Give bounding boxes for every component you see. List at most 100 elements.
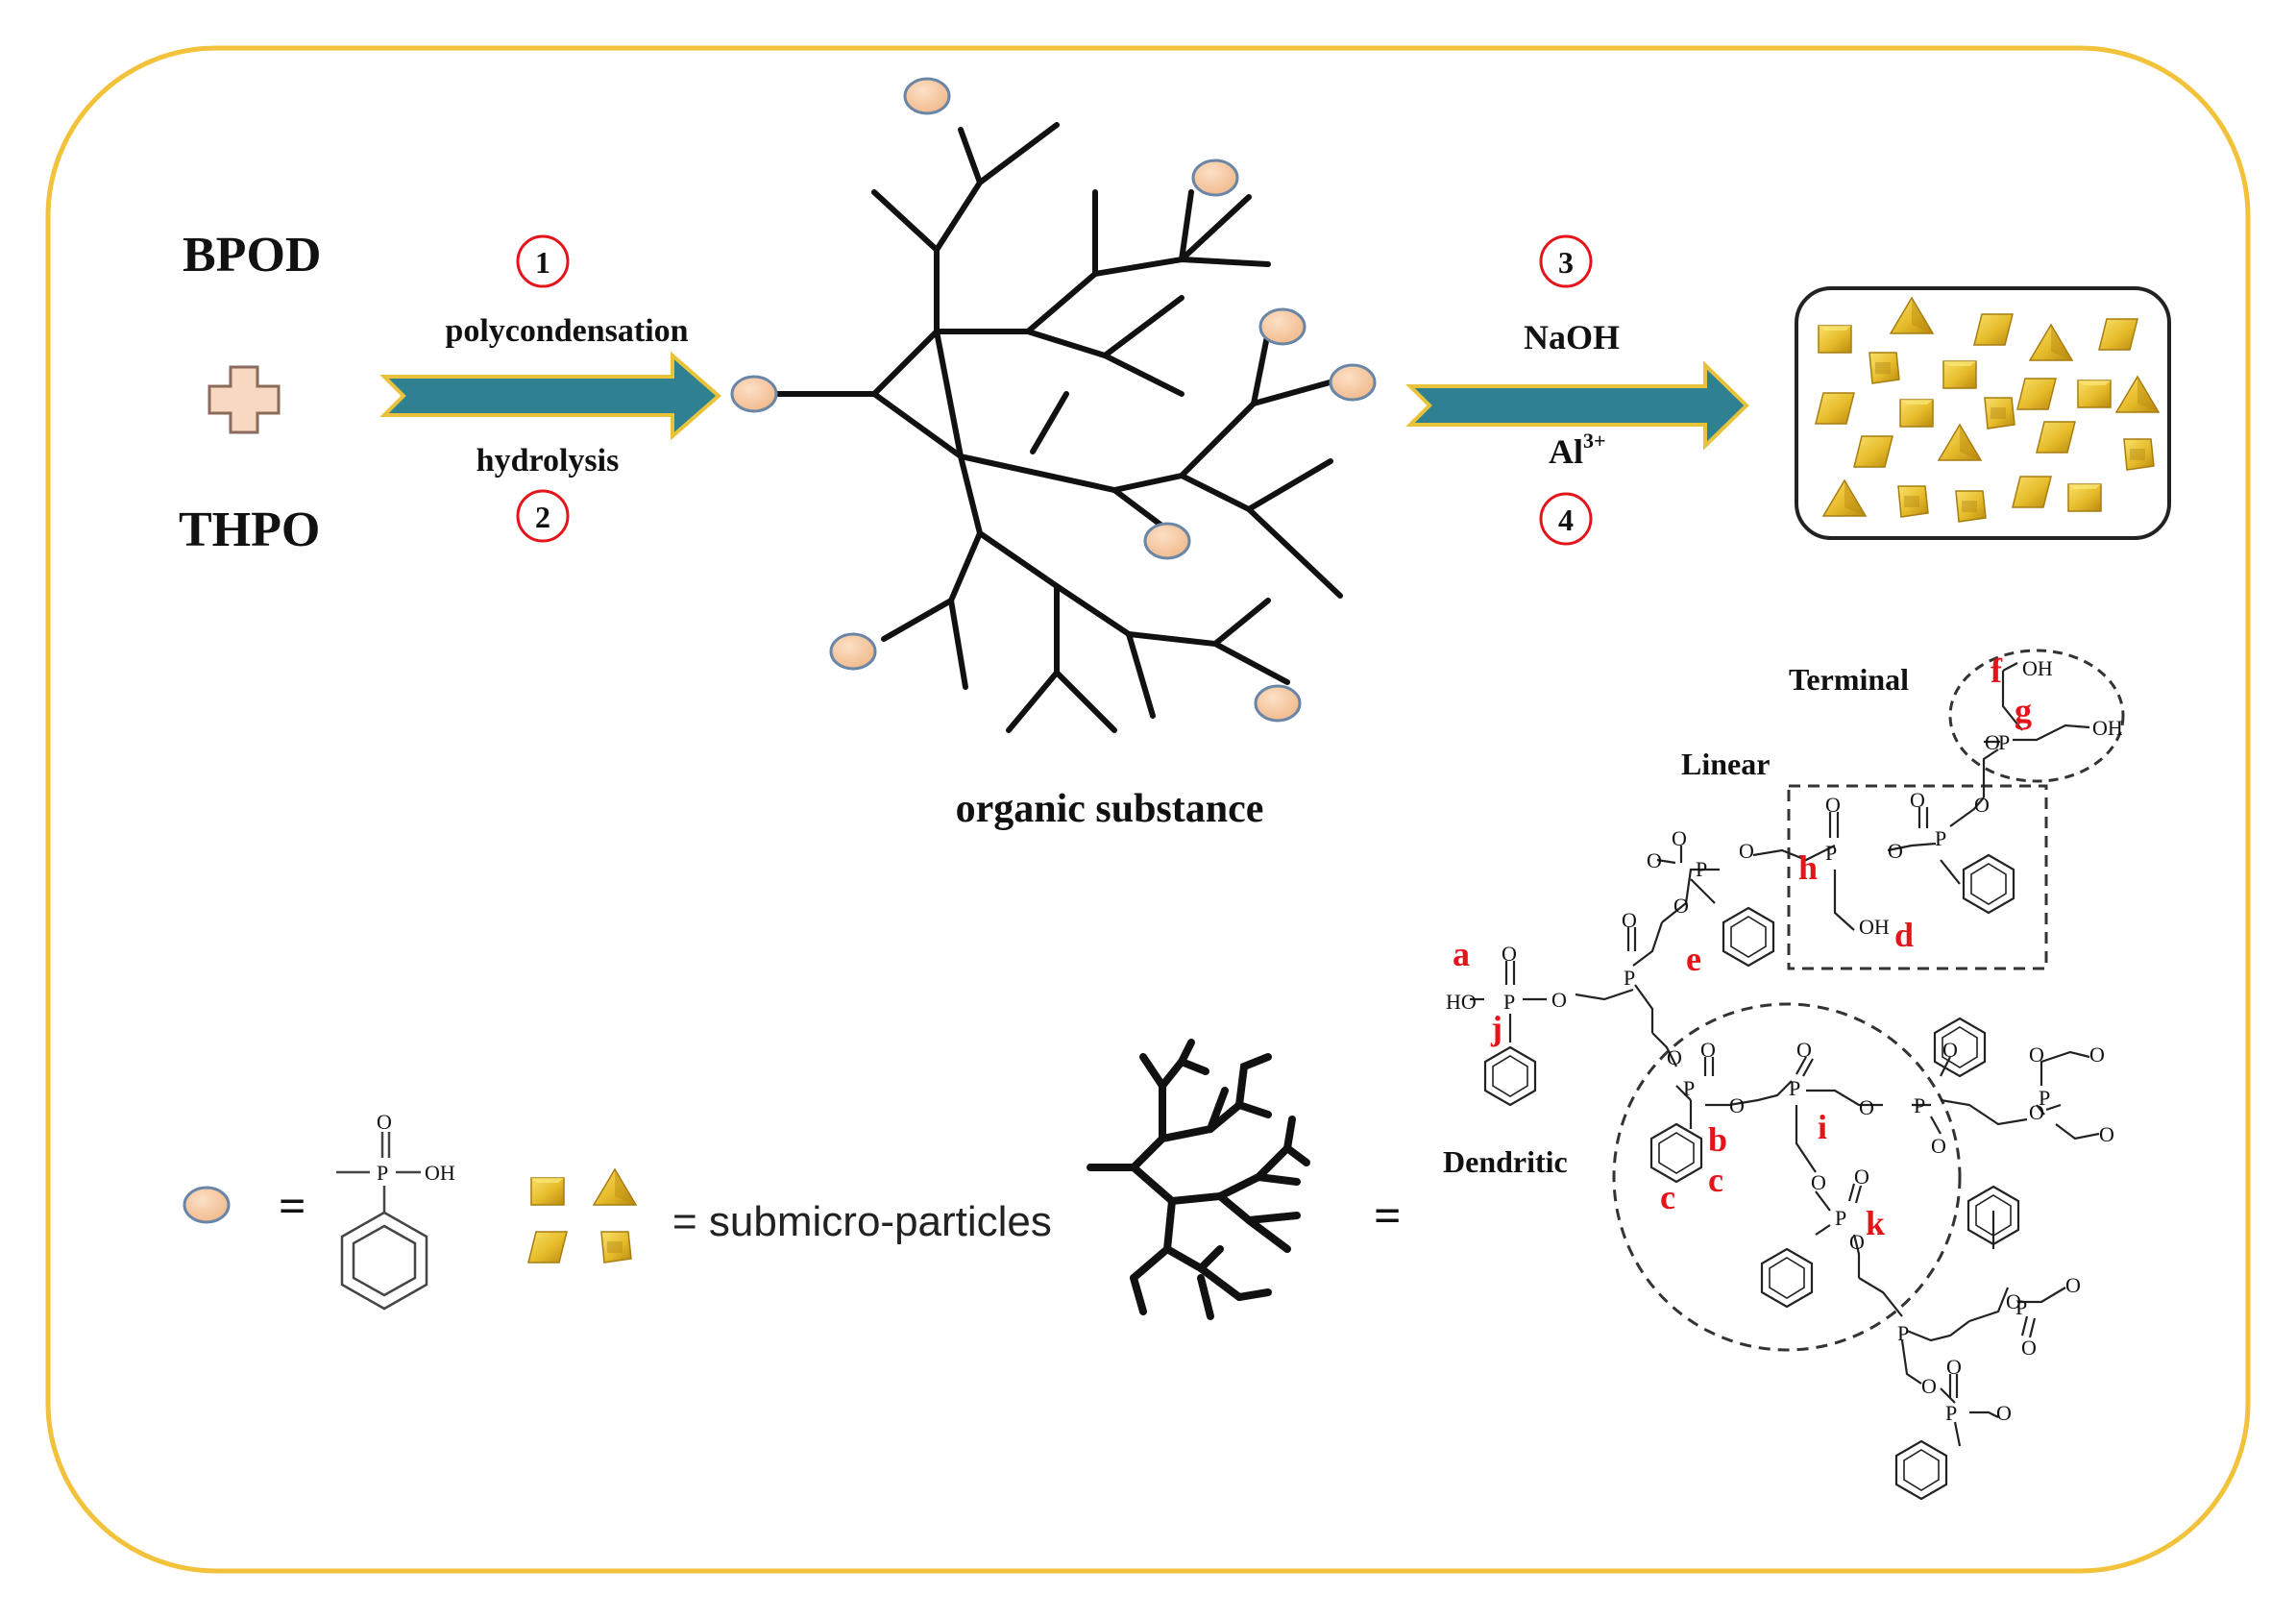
svg-text:O: O [1942,1038,1958,1062]
dendritic-label: Dendritic [1443,1144,1568,1179]
terminal-label: Terminal [1789,662,1909,697]
legend-endgroup-o: O [377,1110,392,1134]
step-label-hydrolysis: hydrolysis [476,443,620,478]
svg-text:P: P [1935,826,1946,850]
linear-label: Linear [1681,747,1770,781]
svg-text:e: e [1686,940,1701,978]
svg-text:P: P [1683,1076,1695,1100]
svg-text:O: O [1811,1170,1826,1194]
svg-text:O: O [1910,788,1925,812]
svg-text:O: O [2006,1289,2021,1313]
svg-text:OH: OH [1859,915,1890,939]
svg-text:O: O [1729,1093,1745,1117]
legend-equals-2: = [1374,1189,1402,1242]
svg-text:O: O [1996,1401,2012,1425]
step-marker-3: 3 [1539,234,1593,288]
svg-text:c: c [1811,963,1812,965]
svg-text:f: f [1991,651,2003,690]
svg-text:P: P [1897,1321,1909,1345]
plus-icon [208,365,281,434]
step-label-polycondensation: polycondensation [445,313,688,349]
outer-frame [45,45,2251,1574]
svg-text:g: g [2015,692,2032,730]
svg-text:O: O [1502,942,1517,966]
position-letters: a b c c c d e f g h i j k [1453,651,2032,1242]
svg-text:O: O [1849,1230,1865,1254]
svg-text:O: O [1796,1038,1812,1062]
svg-text:HO: HO [1446,990,1477,1014]
svg-text:h: h [1798,848,1818,887]
svg-text:j: j [1490,1009,1502,1047]
dendritic-region [1612,1002,1962,1352]
svg-text:O: O [1551,988,1567,1012]
svg-text:O: O [1667,1045,1682,1069]
svg-text:b: b [1708,1120,1727,1159]
svg-text:c: c [1708,1161,1723,1199]
svg-text:P: P [1998,730,2010,754]
svg-text:P: P [1503,990,1515,1014]
svg-text:P: P [1696,857,1707,881]
svg-text:P: P [1914,1093,1925,1117]
svg-text:O: O [2065,1273,2081,1297]
svg-text:O: O [1700,1038,1716,1062]
svg-text:OH: OH [2092,716,2123,740]
svg-text:O: O [1888,839,1903,863]
svg-text:P: P [2039,1086,2050,1110]
svg-text:P: P [1945,1401,1957,1425]
reaction-arrow-2 [1405,360,1749,451]
svg-text:O: O [1739,839,1754,863]
svg-text:O: O [1859,1095,1874,1119]
svg-text:O: O [1673,894,1689,918]
step-marker-4: 4 [1539,492,1593,546]
atom-labels: OH OH O P O O P O O P OH O O O P O O P O… [1446,656,2123,1425]
structure-bonds [1470,662,2100,1447]
svg-text:O: O [2021,1336,2037,1360]
legend-endgroup-oh: OH [425,1161,455,1185]
dendrimer-structure [773,122,1343,733]
svg-text:O: O [2029,1100,2044,1124]
svg-text:1: 1 [535,245,550,280]
reactant-thpo: THPO [179,503,320,557]
particle-box [1795,286,2171,540]
terminal-region [1948,649,2125,783]
legend-endgroup-structure [336,1132,428,1311]
svg-text:4: 4 [1558,503,1574,537]
reaction-arrow-1 [379,351,722,441]
svg-text:O: O [1946,1355,1962,1379]
step-label-naoh: NaOH [1524,318,1620,356]
step-marker-1: 1 [516,234,570,288]
linear-region [1787,784,2048,970]
svg-text:P: P [1835,1206,1846,1230]
svg-text:P: P [1789,1076,1800,1100]
svg-text:O: O [2089,1043,2105,1067]
svg-text:O: O [1622,908,1637,932]
svg-text:O: O [1931,1134,1946,1158]
reactant-bpod: BPOD [183,228,321,282]
small-dendrimer-icon [1087,1039,1310,1320]
legend-endgroup-p: P [377,1161,388,1185]
svg-text:O: O [1974,793,1990,817]
legend-bead [183,1186,231,1224]
svg-text:P: P [1825,841,1837,865]
svg-text:c: c [1660,1178,1675,1216]
step-marker-2: 2 [516,489,570,543]
svg-text:2: 2 [535,500,550,534]
svg-text:O: O [1921,1374,1937,1398]
svg-text:O: O [1985,730,2000,754]
svg-text:O: O [2029,1043,2044,1067]
svg-text:P: P [2015,1295,2027,1319]
svg-text:d: d [1894,916,1914,954]
svg-text:a: a [1453,935,1470,973]
legend-particles-text: = submicro-particles [672,1198,1052,1245]
svg-text:P: P [1624,966,1635,990]
svg-text:k: k [1866,1204,1885,1242]
svg-text:O: O [1825,793,1841,817]
svg-text:OH: OH [2022,656,2053,680]
svg-text:O: O [1672,826,1687,850]
svg-text:3: 3 [1558,245,1574,280]
svg-text:i: i [1818,1108,1827,1146]
svg-text:O: O [1854,1165,1869,1189]
svg-text:O: O [1647,848,1662,872]
legend-equals-1: = [279,1179,306,1233]
